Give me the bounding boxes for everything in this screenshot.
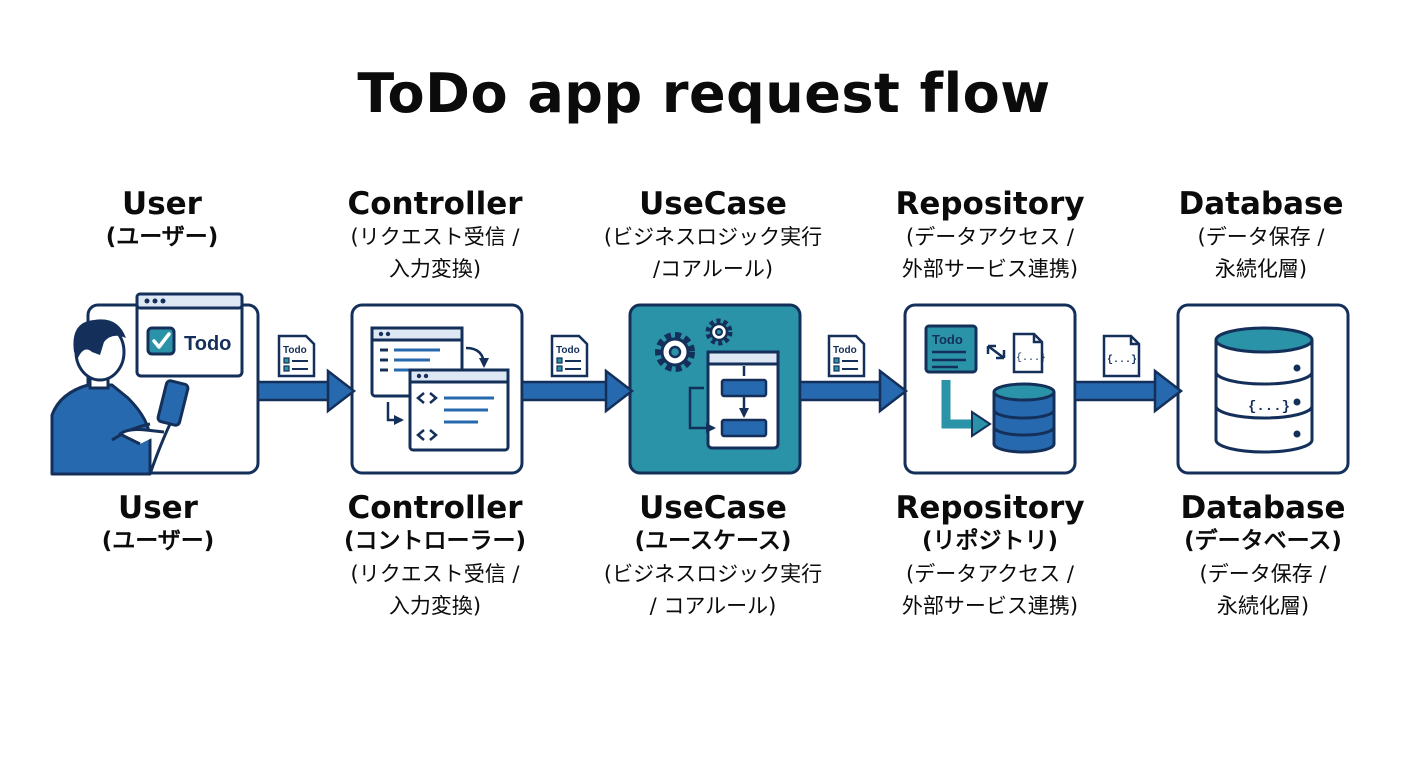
stage-desc-line1: (ビジネスロジック実行 xyxy=(603,562,823,586)
todo-document-icon: Todo xyxy=(550,334,589,378)
database-icon xyxy=(992,382,1056,454)
json-label: {...} xyxy=(1016,352,1046,364)
stage-jp: (ユースケース) xyxy=(634,528,792,554)
stage-jp: (リポジトリ) xyxy=(921,528,1059,554)
todo-list-label: Todo xyxy=(932,332,963,347)
stage-desc-line1: (データアクセス / xyxy=(906,562,1074,586)
todo-list-icon: Todo xyxy=(924,324,978,374)
usecase-stage xyxy=(628,303,802,475)
stage-desc-line1: (リクエスト受信 / xyxy=(350,562,520,586)
data-flow-arrow-icon xyxy=(941,380,976,429)
label-user-top: User (ユーザー) xyxy=(32,188,292,254)
stage-jp: (データベース) xyxy=(1184,528,1342,554)
large-database-icon: {...} xyxy=(1214,326,1314,454)
stage-desc-line1: (データ保存 / xyxy=(1199,562,1327,586)
json-document-icon: {...} xyxy=(1102,334,1141,378)
arrow-controller-to-usecase xyxy=(520,368,635,414)
person-icon xyxy=(50,319,190,476)
gear-icon xyxy=(655,332,695,372)
sync-arrow-icon xyxy=(986,344,1006,360)
flowchart-icon xyxy=(688,350,780,450)
label-repository-bottom: Repository (リポジトリ) (データアクセス / 外部サービス連携) xyxy=(860,492,1120,622)
label-repository-top: Repository (データアクセス / 外部サービス連携) xyxy=(860,188,1120,285)
stage-desc-line2: 入力変換) xyxy=(388,594,482,618)
json-label: {...} xyxy=(1107,354,1137,366)
user-stage: Todo xyxy=(50,292,260,476)
stage-name: User xyxy=(122,186,202,222)
arrow-user-to-controller xyxy=(256,368,357,414)
json-label: {...} xyxy=(1248,399,1290,415)
stage-desc-line2: / コアルール) xyxy=(649,594,777,618)
stage-name: User xyxy=(118,490,198,526)
stage-name: Repository xyxy=(895,186,1085,222)
stage-name: UseCase xyxy=(639,490,787,526)
label-database-bottom: Database (データベース) (データ保存 / 永続化層) xyxy=(1133,492,1393,622)
stage-desc-line2: 外部サービス連携) xyxy=(901,594,1079,618)
todo-document-icon: Todo xyxy=(827,334,866,378)
controller-stage xyxy=(350,303,524,475)
flow-arrow-icon xyxy=(386,402,404,425)
stage-desc-line1: (データアクセス / xyxy=(906,225,1074,249)
stage-desc-line1: (データ保存 / xyxy=(1197,225,1325,249)
json-file-icon: {...} xyxy=(1012,332,1046,374)
stage-desc-line2: /コアルール) xyxy=(652,257,774,281)
database-stage: {...} xyxy=(1176,303,1350,475)
label-controller-top: Controller (リクエスト受信 / 入力変換) xyxy=(305,188,565,285)
flow-arrow-icon xyxy=(465,346,489,368)
stage-desc-line2: 入力変換) xyxy=(388,257,482,281)
doc-label: Todo xyxy=(556,345,580,356)
stage-jp: (ユーザー) xyxy=(105,224,219,250)
doc-label: Todo xyxy=(283,345,307,356)
stage-desc-line1: (ビジネスロジック実行 xyxy=(603,225,823,249)
stage-name: Database xyxy=(1178,186,1344,222)
label-user-bottom: User (ユーザー) xyxy=(28,492,288,558)
todo-text: Todo xyxy=(184,333,231,355)
checkbox-icon xyxy=(146,326,176,356)
stage-name: UseCase xyxy=(639,186,787,222)
code-window-icon xyxy=(408,368,510,452)
phone-icon xyxy=(156,379,190,427)
stage-desc-line2: 永続化層) xyxy=(1216,594,1310,618)
label-usecase-top: UseCase (ビジネスロジック実行 /コアルール) xyxy=(583,188,843,285)
stage-jp: (ユーザー) xyxy=(101,528,215,554)
label-database-top: Database (データ保存 / 永続化層) xyxy=(1131,188,1391,285)
stage-name: Database xyxy=(1180,490,1346,526)
stage-desc-line2: 外部サービス連携) xyxy=(901,257,1079,281)
repository-stage: Todo {...} xyxy=(903,303,1077,475)
doc-label: Todo xyxy=(833,345,857,356)
stage-desc-line1: (リクエスト受信 / xyxy=(350,225,520,249)
gear-icon xyxy=(705,318,733,346)
stage-desc-line2: 永続化層) xyxy=(1214,257,1308,281)
diagram-title: ToDo app request flow xyxy=(357,62,1051,125)
label-usecase-bottom: UseCase (ユースケース) (ビジネスロジック実行 / コアルール) xyxy=(583,492,843,622)
stage-jp: (コントローラー) xyxy=(343,528,527,554)
stage-name: Repository xyxy=(895,490,1085,526)
todo-window-icon: Todo xyxy=(135,292,244,378)
stage-name: Controller xyxy=(347,490,523,526)
stage-name: Controller xyxy=(347,186,523,222)
label-controller-bottom: Controller (コントローラー) (リクエスト受信 / 入力変換) xyxy=(305,492,565,622)
todo-document-icon: Todo xyxy=(277,334,316,378)
arrow-usecase-to-repository xyxy=(798,368,909,414)
arrow-repository-to-database xyxy=(1073,368,1184,414)
